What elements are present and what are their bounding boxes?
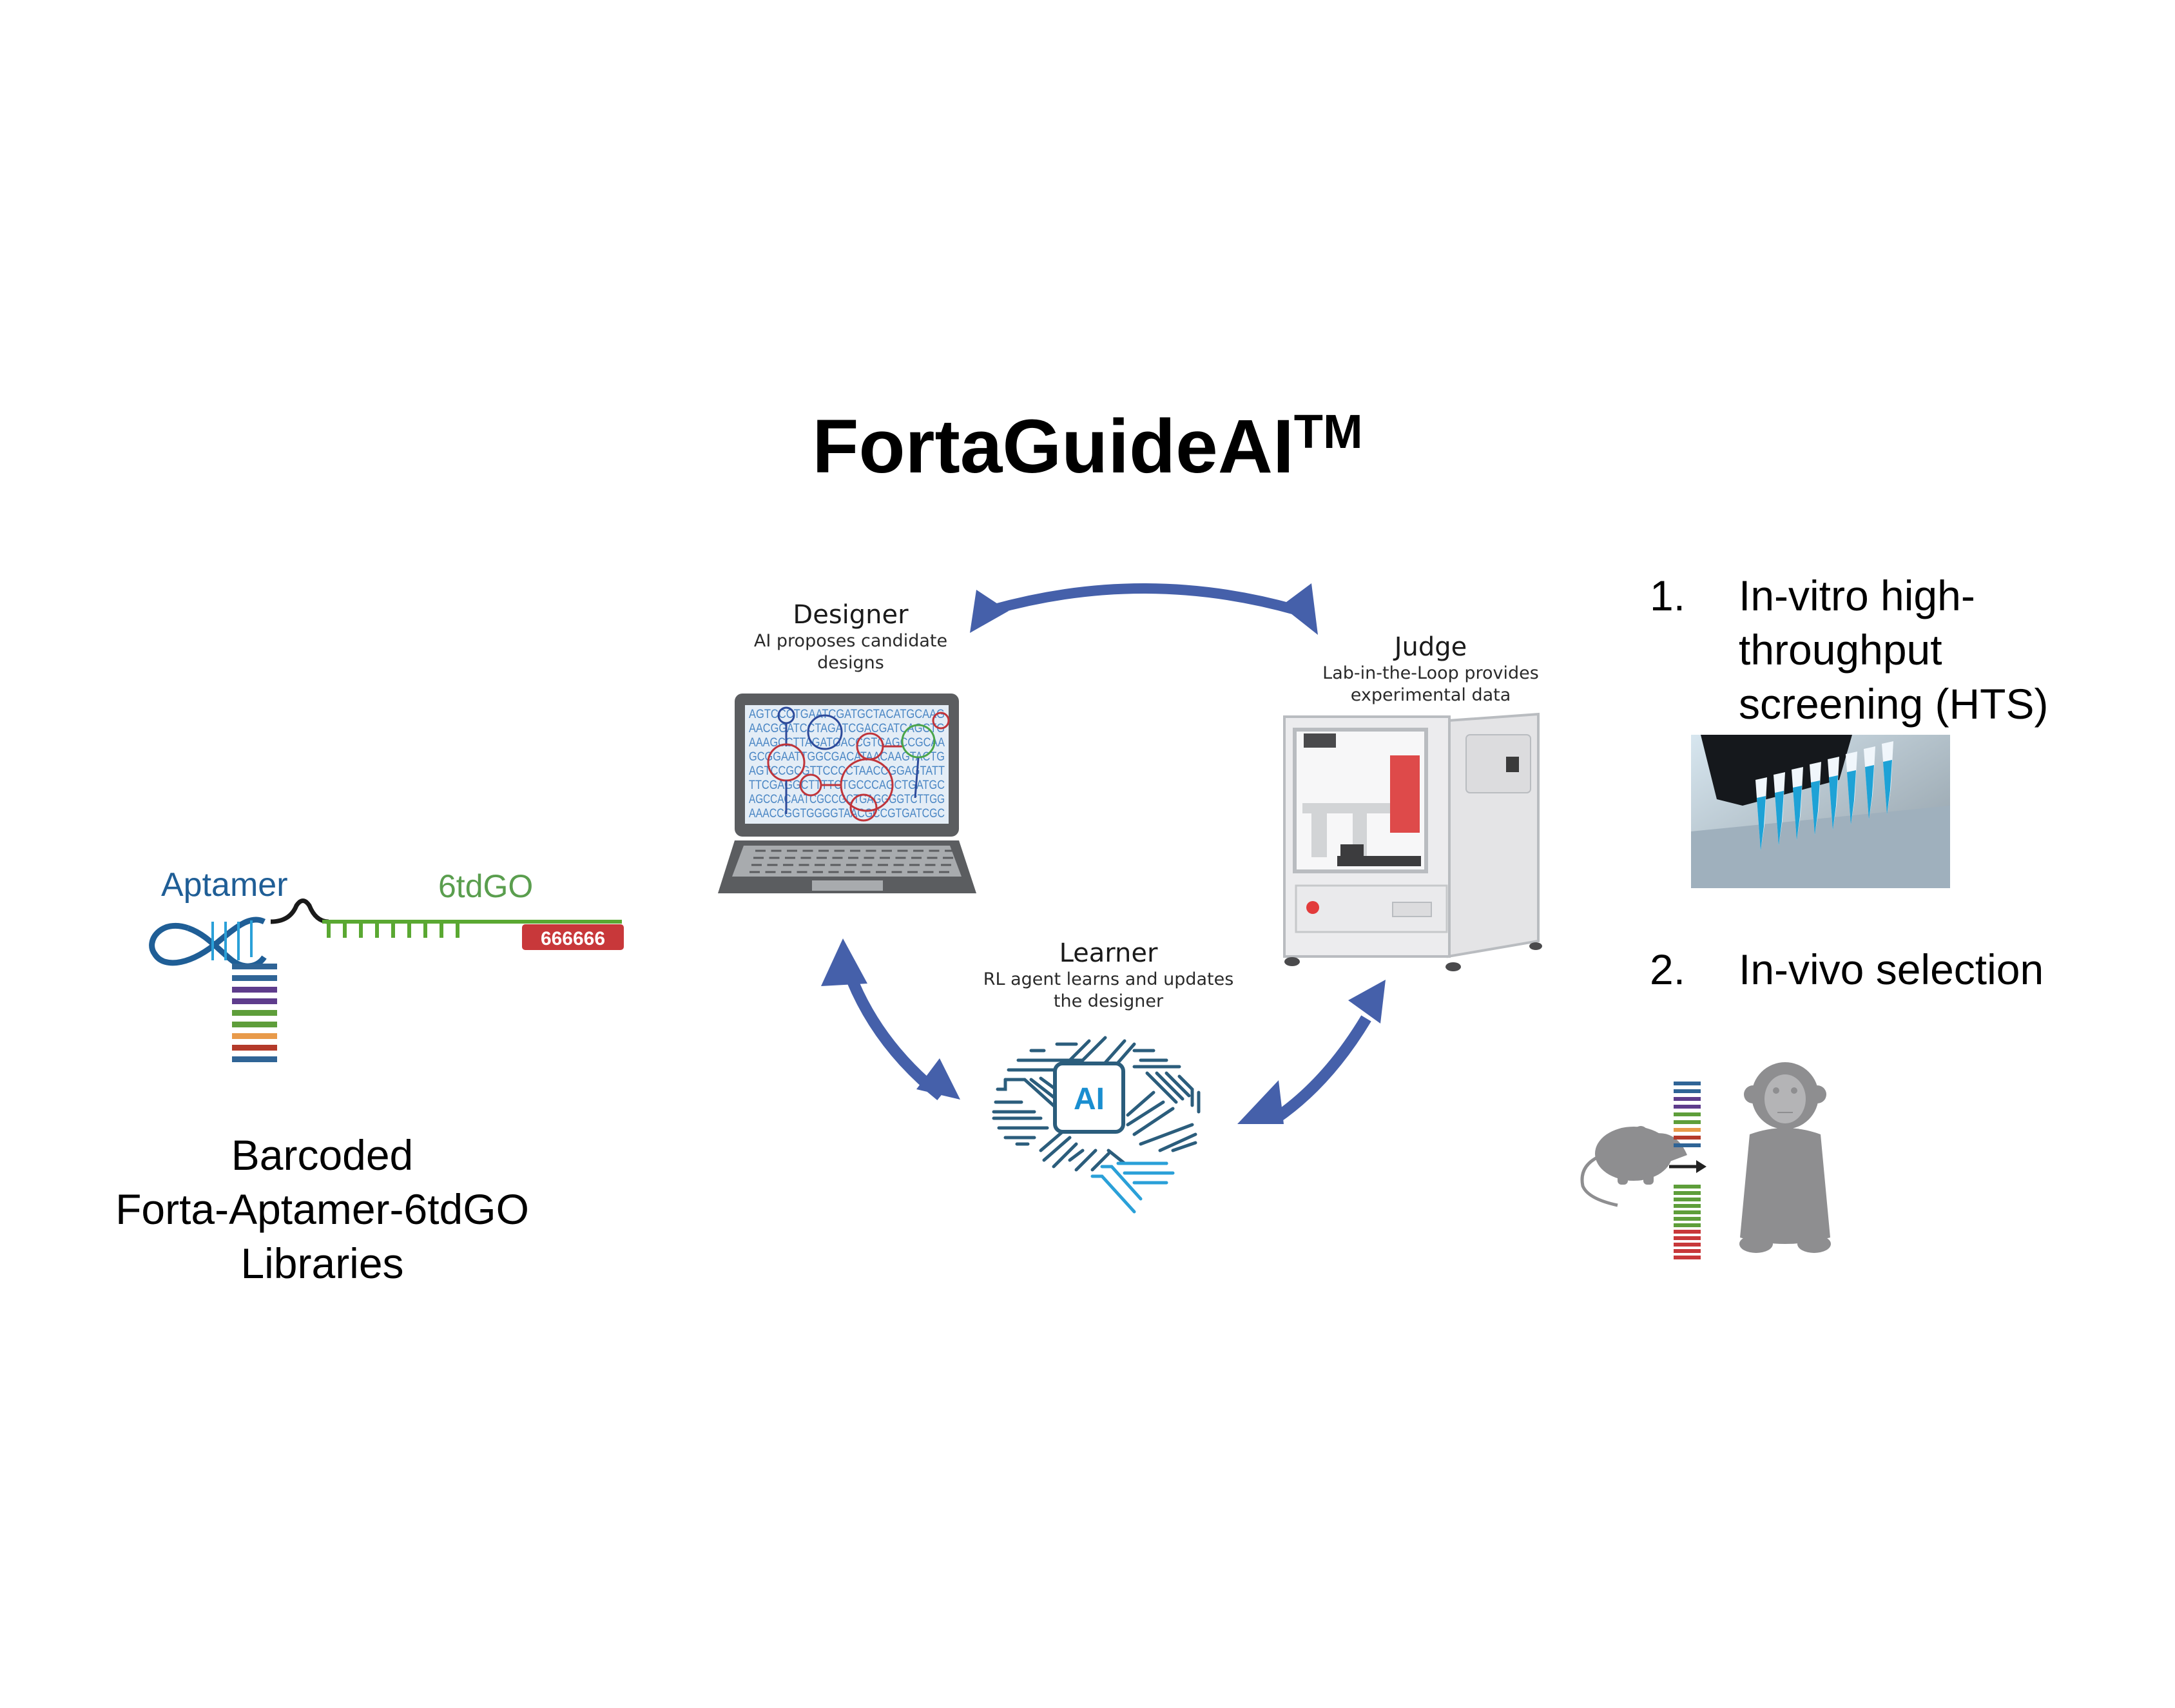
linker-icon xyxy=(270,898,329,924)
screening-item-2-number: 2. xyxy=(1650,946,1686,993)
sequence-line: AGCCACAATCGCCGCTGAGGGGTCTTGG xyxy=(749,793,945,806)
barcode-bar xyxy=(1674,1204,1701,1208)
barcode-bar xyxy=(1674,1198,1701,1201)
barcode-bar xyxy=(1674,1210,1701,1214)
library-caption-line-1: Barcoded xyxy=(231,1131,414,1179)
arrow-designer-learner xyxy=(821,938,960,1101)
in-vivo-illustration xyxy=(1580,1062,1831,1259)
page-title: FortaGuideAITM xyxy=(0,387,2175,492)
title-text: FortaGuideAI xyxy=(812,404,1294,489)
ai-brain-icon: AI xyxy=(992,1036,1201,1214)
oligo-comb-icon xyxy=(322,920,622,938)
sequence-line: AACGGATCCTAGATCGACGATCAGCTG xyxy=(749,722,945,735)
barcode-bar xyxy=(232,1033,277,1039)
sequence-text: AGTCCCTGAATCGATGCTACATGCAAGAACGGATCCTAGA… xyxy=(749,708,945,820)
sequence-line: AAACCGGTGGGGTAACGCCGTGATCGC xyxy=(749,807,945,820)
barcode-bar xyxy=(1674,1136,1701,1140)
barcode-bar xyxy=(1674,1236,1701,1240)
judge-title: Judge xyxy=(1394,632,1467,662)
mouse-icon xyxy=(1580,1126,1687,1207)
barcode-bar xyxy=(1674,1089,1701,1093)
barcode-bar xyxy=(1674,1128,1701,1132)
arrow-designer-judge xyxy=(970,583,1318,635)
pipette-tips xyxy=(1755,741,1893,851)
barcode-bar xyxy=(1674,1249,1701,1253)
barcode-bar xyxy=(1674,1185,1701,1189)
sequence-line: TTCGAGGCTTTTCTGCCCAGCTGATGC xyxy=(749,779,945,792)
judge-subtitle-1: Lab-in-the-Loop provides xyxy=(1322,663,1539,683)
barcode-bar xyxy=(1674,1105,1701,1109)
lab-robot-icon xyxy=(1283,712,1542,971)
learner-title: Learner xyxy=(1059,938,1158,968)
barcode-bottom-icon xyxy=(1674,1185,1701,1259)
aptamer-construct: Aptamer 6tdGO 666666 xyxy=(149,866,624,1062)
laptop-icon: AGTCCCTGAATCGATGCTACATGCAAGAACGGATCCTAGA… xyxy=(718,694,976,893)
judge-subtitle-2: experimental data xyxy=(1350,685,1511,705)
payload-label: 6tdGO xyxy=(438,868,533,904)
barcode-bar xyxy=(1674,1243,1701,1247)
barcode-bar xyxy=(232,964,277,969)
ai-chip-label: AI xyxy=(1074,1082,1105,1116)
trademark-symbol: TM xyxy=(1293,405,1363,458)
barcode-bar xyxy=(232,1010,277,1016)
learner-subtitle-1: RL agent learns and updates xyxy=(983,969,1234,989)
screening-item-2-line-1: In-vivo selection xyxy=(1739,946,2044,993)
sequence-line: AGTCCGCGTTCCCCTAACCGGAGTATT xyxy=(749,764,945,778)
barcode-bar xyxy=(1674,1143,1701,1147)
screening-item-1-line-1: In-vitro high- xyxy=(1739,572,1975,619)
barcode-bar xyxy=(1674,1230,1701,1234)
aptamer-label: Aptamer xyxy=(161,866,288,904)
payload-badge-text: 666666 xyxy=(541,928,605,949)
designer-subtitle-2: designs xyxy=(817,653,884,673)
sequence-line: AAAGCCTTAGATGACCGTCAGCCGCAA xyxy=(749,736,945,750)
screening-item-1-number: 1. xyxy=(1650,572,1686,619)
right-arrow-icon xyxy=(1669,1160,1706,1173)
dna-helix-icon xyxy=(149,917,267,969)
barcode-bar xyxy=(1674,1223,1701,1227)
learner-subtitle-2: the designer xyxy=(1053,991,1164,1011)
sequence-line: AGTCCCTGAATCGATGCTACATGCAAG xyxy=(749,708,945,721)
barcode-bar xyxy=(232,1045,277,1051)
barcode-bar xyxy=(1674,1256,1701,1259)
barcode-bar xyxy=(232,1022,277,1027)
sequence-line: GCGGAATTGGCGACATAACAAGTACTG xyxy=(749,750,945,764)
payload-badge xyxy=(522,924,624,950)
barcode-bar xyxy=(232,987,277,993)
library-caption: Barcoded Forta-Aptamer-6tdGO Libraries xyxy=(64,1128,580,1290)
barcode-bar xyxy=(232,998,277,1004)
learner-label: Learner RL agent learns and updates the … xyxy=(960,938,1257,1013)
barcode-bar xyxy=(1674,1097,1701,1101)
barcode-top-icon xyxy=(1674,1082,1701,1147)
barcode-bar xyxy=(1674,1082,1701,1085)
screening-item-1-line-2: throughput xyxy=(1739,626,1942,674)
barcode-bar xyxy=(232,1056,277,1062)
barcode-bar xyxy=(1674,1191,1701,1195)
judge-label: Judge Lab-in-the-Loop provides experimen… xyxy=(1295,632,1566,706)
screening-item-1-line-3: screening (HTS) xyxy=(1739,680,2049,728)
barcode-bar xyxy=(1674,1120,1701,1124)
designer-label: Designer AI proposes candidate designs xyxy=(728,599,973,674)
library-caption-line-2: Forta-Aptamer-6tdGO xyxy=(115,1185,529,1233)
barcode-bar xyxy=(1674,1112,1701,1116)
barcode-bar xyxy=(1674,1217,1701,1221)
library-caption-line-3: Libraries xyxy=(240,1239,404,1287)
barcode-bar xyxy=(232,975,277,981)
designer-title: Designer xyxy=(793,600,909,630)
hts-photo xyxy=(1691,735,1950,888)
designer-subtitle-1: AI proposes candidate xyxy=(753,631,948,651)
arrow-judge-learner xyxy=(1237,980,1386,1124)
barcode-icon xyxy=(232,964,277,1062)
